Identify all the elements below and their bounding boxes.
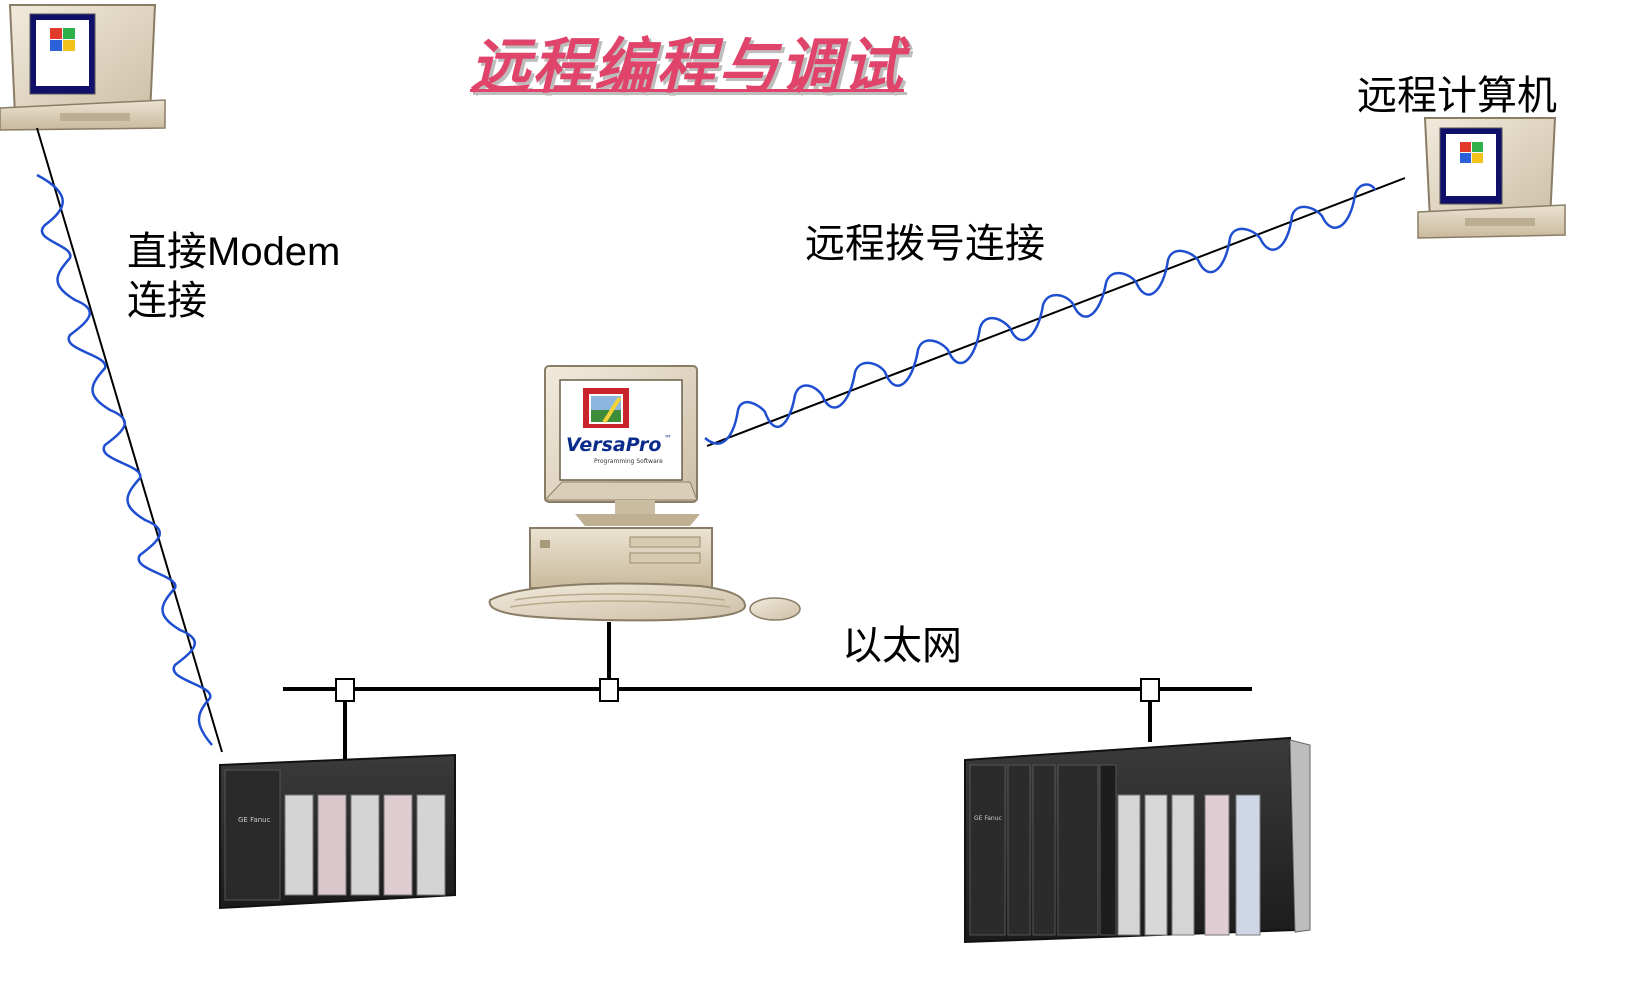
versapro-trademark: ™ (664, 434, 672, 443)
versapro-brand: VersaPro (566, 434, 661, 456)
versapro-tagline: Programming Software (594, 458, 663, 465)
versapro-logo: VersaPro ™ Programming Software (566, 388, 672, 465)
dialup-label: 远程拨号连接 (805, 222, 1045, 266)
left-laptop-icon (0, 4, 166, 131)
right-laptop-icon (1417, 117, 1566, 239)
tap-connector (599, 678, 619, 702)
remote-computer-label: 远程计算机 (1357, 74, 1557, 118)
dialup-link (704, 177, 1406, 447)
ethernet-bus (283, 622, 1252, 760)
direct-modem-link (36, 127, 223, 753)
tap-connector (335, 678, 355, 702)
tap-connector (1140, 678, 1160, 702)
page-title: 远程编程与调试 (470, 32, 904, 102)
ethernet-label: 以太网 (842, 624, 962, 668)
right-plc-brand: GE Fanuc (974, 815, 1002, 822)
direct-modem-label: 直接Modem 连接 (127, 228, 340, 326)
direct-modem-label-line1: 直接Modem (127, 230, 341, 274)
dialup-signal-wave (704, 183, 1377, 445)
direct-modem-signal-wave (36, 173, 213, 746)
right-plc-icon: GE Fanuc (964, 736, 1311, 944)
direct-modem-label-line2: 连接 (127, 278, 207, 323)
desktop-pc-icon: VersaPro ™ Programming Software (488, 365, 801, 622)
left-plc-brand: GE Fanuc (238, 816, 271, 824)
left-plc-icon: GE Fanuc (219, 753, 456, 910)
